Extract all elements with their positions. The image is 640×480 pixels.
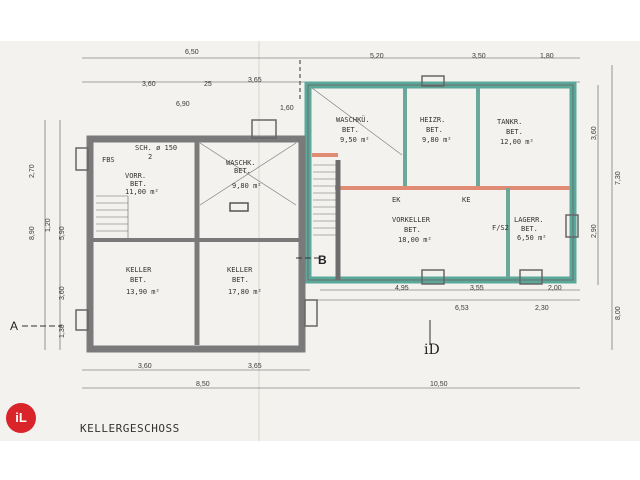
room-keller2-area: 17,80 m²	[228, 288, 262, 296]
chimney-sub-label: 2	[148, 153, 152, 161]
dimension-numbers: 6,50 5,20 3,50 1,80 3,60 25 3,65 1,60 6,…	[29, 49, 622, 388]
room-keller1-area: 13,90 m²	[126, 288, 160, 296]
dim-left-3: 5,90	[59, 226, 66, 240]
room-keller1-name: KELLER	[126, 266, 152, 274]
dim-bottom-7: 4,95	[395, 285, 409, 292]
room-vorr-floor: BET.	[130, 180, 147, 188]
dim-top2-3: 3,65	[248, 77, 262, 84]
room-waschk-floor: BET.	[234, 167, 251, 175]
room-waschk-area: 9,80 m²	[232, 182, 262, 190]
dim-top2-4: 1,60	[280, 105, 294, 112]
dim-left-6: 1,30	[59, 324, 66, 338]
dim-bottom-8: 3,55	[470, 285, 484, 292]
section-lines	[22, 60, 431, 345]
dim-right-2: 2,90	[591, 224, 598, 238]
room-tankr-area: 12,00 m²	[500, 138, 534, 146]
dim-left-2: 1,20	[45, 218, 52, 232]
room-tankr-floor: BET.	[506, 128, 523, 136]
room-lagerr-name: LAGERR.	[514, 216, 544, 224]
room-lagerr-area: 6,50 m²	[517, 234, 547, 242]
section-marker-a: A	[10, 319, 18, 333]
north-label: iD	[424, 342, 440, 358]
room-waschkue-area: 9,50 m²	[340, 136, 370, 144]
dim-bottom-5: 6,53	[455, 305, 469, 312]
brand-logo: iL	[6, 403, 36, 433]
ek-label: EK	[392, 196, 401, 204]
fbs-label: FBS	[102, 156, 115, 164]
ke-label: KE	[462, 196, 470, 204]
room-vorkeller-name: VORKELLER	[392, 216, 431, 224]
dim-bottom-3: 8,50	[196, 381, 210, 388]
dim-bottom-9: 2,00	[548, 285, 562, 292]
right-building-block	[304, 75, 579, 285]
stairs-right	[313, 164, 336, 236]
dim-top-4: 1,80	[540, 53, 554, 60]
section-marker-b: B	[318, 253, 327, 267]
dim-right-1: 3,60	[591, 126, 598, 140]
dim-left-1: 2,70	[29, 164, 36, 178]
room-tankr-name: TANKR.	[497, 118, 522, 126]
dim-top2-5: 6,90	[176, 101, 190, 108]
room-waschk-name: WASCHK.	[226, 159, 256, 167]
room-waschkue-name: WASCHKÜ.	[336, 115, 370, 124]
dim-bottom-4: 10,50	[430, 381, 448, 388]
room-keller2-name: KELLER	[227, 266, 253, 274]
stairs-left	[96, 195, 129, 238]
room-vorr-area: 11,00 m²	[125, 188, 159, 196]
room-vorkeller-area: 18,00 m²	[398, 236, 432, 244]
dim-bottom-6: 2,30	[535, 305, 549, 312]
dim-top-2: 5,20	[370, 53, 384, 60]
room-vorkeller-floor: BET.	[404, 226, 421, 234]
dim-top-1: 6,50	[185, 49, 199, 56]
plan-title: KELLERGESCHOSS	[80, 422, 180, 435]
chimney-label: SCH. ø 150	[135, 144, 177, 152]
dim-bottom-2: 3,65	[248, 363, 262, 370]
room-keller1-floor: BET.	[130, 276, 147, 284]
dim-left-4: 8,90	[29, 226, 36, 240]
left-building-block	[75, 119, 318, 353]
dim-right-4: 8,00	[615, 306, 622, 320]
dim-top2-2: 25	[204, 81, 212, 88]
room-vorr-name: VORR.	[125, 172, 146, 180]
fs2-label: F/S2	[492, 224, 509, 232]
dim-bottom-1: 3,60	[138, 363, 152, 370]
dim-right-3: 7,30	[615, 171, 622, 185]
dim-left-5: 3,60	[59, 286, 66, 300]
dim-top-3: 3,50	[472, 53, 486, 60]
dim-top2-1: 3,60	[142, 81, 156, 88]
room-heizr-area: 9,80 m²	[422, 136, 452, 144]
room-waschkue-floor: BET.	[342, 126, 359, 134]
room-lagerr-floor: BET.	[521, 225, 538, 233]
room-heizr-floor: BET.	[426, 126, 443, 134]
room-labels: WASCHKÜ. BET. 9,50 m² HEIZR. BET. 9,80 m…	[102, 115, 547, 296]
room-heizr-name: HEIZR.	[420, 116, 445, 124]
room-keller2-floor: BET.	[232, 276, 249, 284]
